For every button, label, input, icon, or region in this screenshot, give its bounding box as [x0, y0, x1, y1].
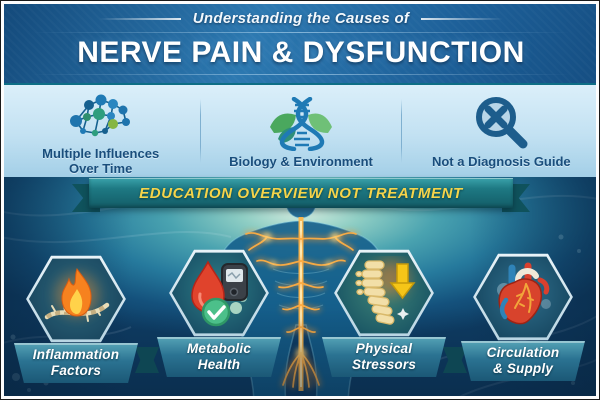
principle-label: Multiple Influences Over Time: [42, 146, 160, 176]
column-divider: [400, 99, 402, 163]
factor-metabolic: Metabolic Health: [154, 247, 284, 377]
magnifier-x-icon: [470, 96, 532, 151]
header-divider-top: [31, 32, 571, 33]
education-banner: EDUCATION OVERVIEW NOT TREATMENT: [72, 178, 530, 212]
factor-ribbon: Inflammation Factors: [14, 343, 138, 383]
hexagon-frame: [473, 253, 573, 341]
header-eyebrow: Understanding the Causes of: [192, 10, 410, 27]
hexagon-frame: [26, 255, 126, 343]
principle-label: Biology & Environment: [229, 153, 373, 169]
column-divider: [200, 99, 202, 163]
header-eyebrow-row: Understanding the Causes of: [98, 10, 504, 27]
factor-ribbon: Circulation & Supply: [461, 341, 585, 381]
network-nodes-icon: [68, 89, 134, 143]
banner-label: EDUCATION OVERVIEW NOT TREATMENT: [139, 184, 463, 202]
eyebrow-dash-right: [421, 17, 504, 20]
dna-leaves-icon: [266, 96, 336, 151]
principles-row: Multiple Influences Over Time: [1, 85, 599, 177]
principle-biology-environment: Biology & Environment: [201, 85, 400, 177]
banner-bar: EDUCATION OVERVIEW NOT TREATMENT: [89, 178, 513, 208]
heart-vessels-icon: [475, 256, 571, 338]
factor-circulation: Circulation & Supply: [458, 251, 588, 381]
principle-multiple-influences: Multiple Influences Over Time: [1, 85, 200, 177]
factor-ribbon: Physical Stressors: [322, 337, 446, 377]
flame-nerve-icon: [28, 258, 124, 340]
blood-glucose-check-icon: [171, 252, 267, 334]
spine-compression-arrow-icon: [336, 252, 432, 334]
eyebrow-dash-left: [98, 17, 181, 20]
factor-label: Physical Stressors: [351, 340, 417, 372]
hexagon-frame: [169, 249, 269, 337]
factor-physical: Physical Stressors: [319, 247, 449, 377]
header-band: Understanding the Causes of NERVE PAIN &…: [1, 1, 599, 85]
principle-not-a-diagnosis: Not a Diagnosis Guide: [402, 85, 599, 177]
page-title: NERVE PAIN & DYSFUNCTION: [77, 36, 525, 69]
hexagon-frame: [334, 249, 434, 337]
factor-label: Circulation & Supply: [486, 344, 560, 376]
principle-label: Not a Diagnosis Guide: [431, 153, 571, 169]
factor-inflammation: Inflammation Factors: [11, 253, 141, 383]
factor-label: Metabolic Health: [186, 340, 252, 372]
factor-ribbon: Metabolic Health: [157, 337, 281, 377]
header-divider-bottom: [31, 74, 571, 75]
factor-label: Inflammation Factors: [32, 346, 120, 378]
